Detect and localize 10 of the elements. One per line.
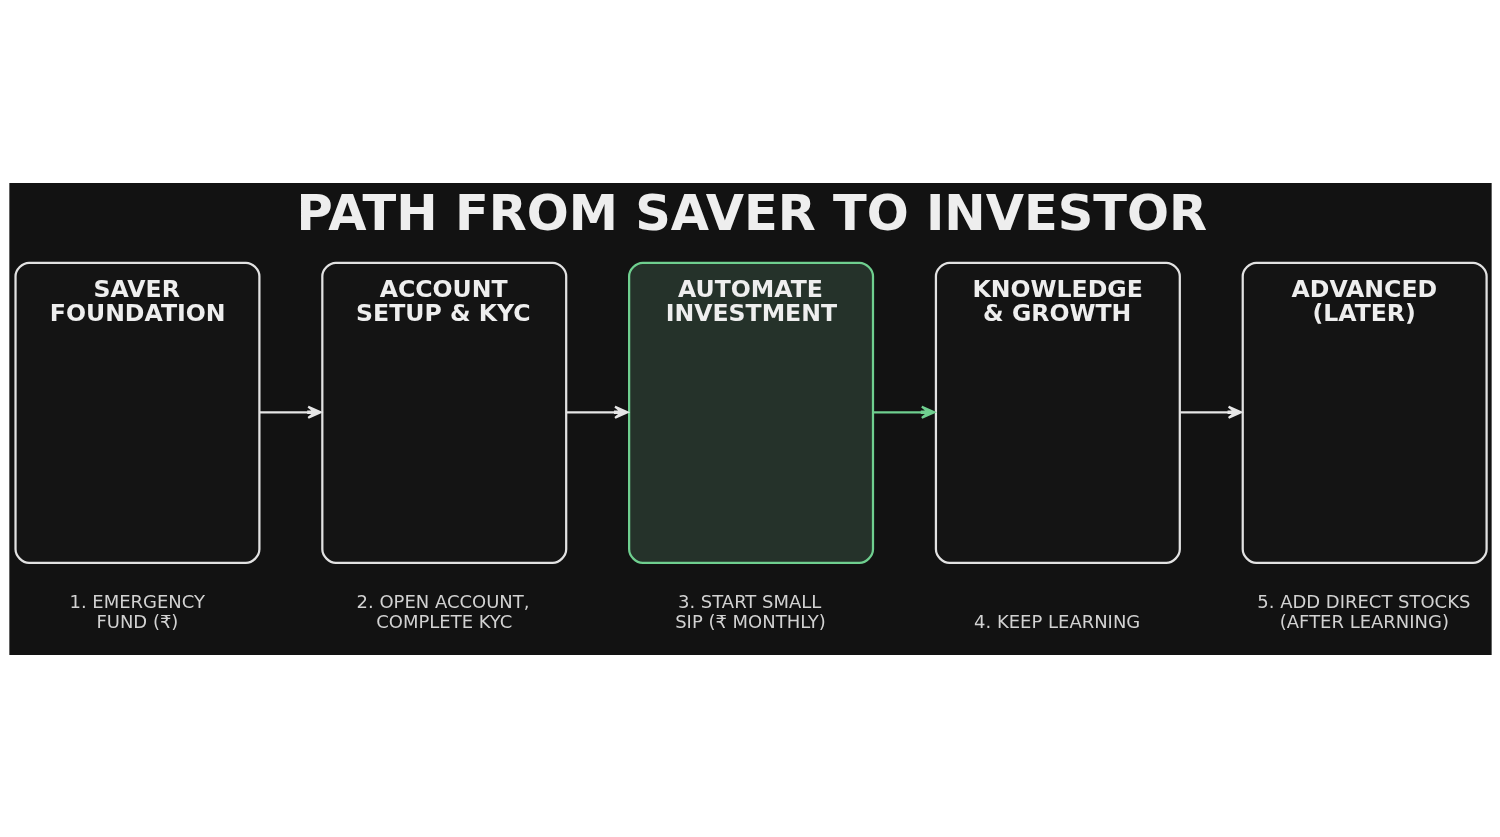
arrow <box>259 405 322 419</box>
node-label: 2. OPEN ACCOUNT, COMPLETE KYC <box>356 590 529 632</box>
node-label: 5. ADD DIRECT STOCKS (AFTER LEARNING) <box>1256 590 1470 632</box>
arrow <box>873 405 935 419</box>
arrow <box>566 405 629 419</box>
node-label: 1. EMERGENCY FUND (₹) <box>68 590 205 632</box>
node-label: 4. KEEP LEARNING <box>973 610 1140 632</box>
arrow <box>1179 405 1242 419</box>
node-label: 3. START SMALL SIP (₹ MONTHLY) <box>674 590 826 632</box>
diagram-title: PATH FROM SAVER TO INVESTOR <box>295 183 1207 242</box>
